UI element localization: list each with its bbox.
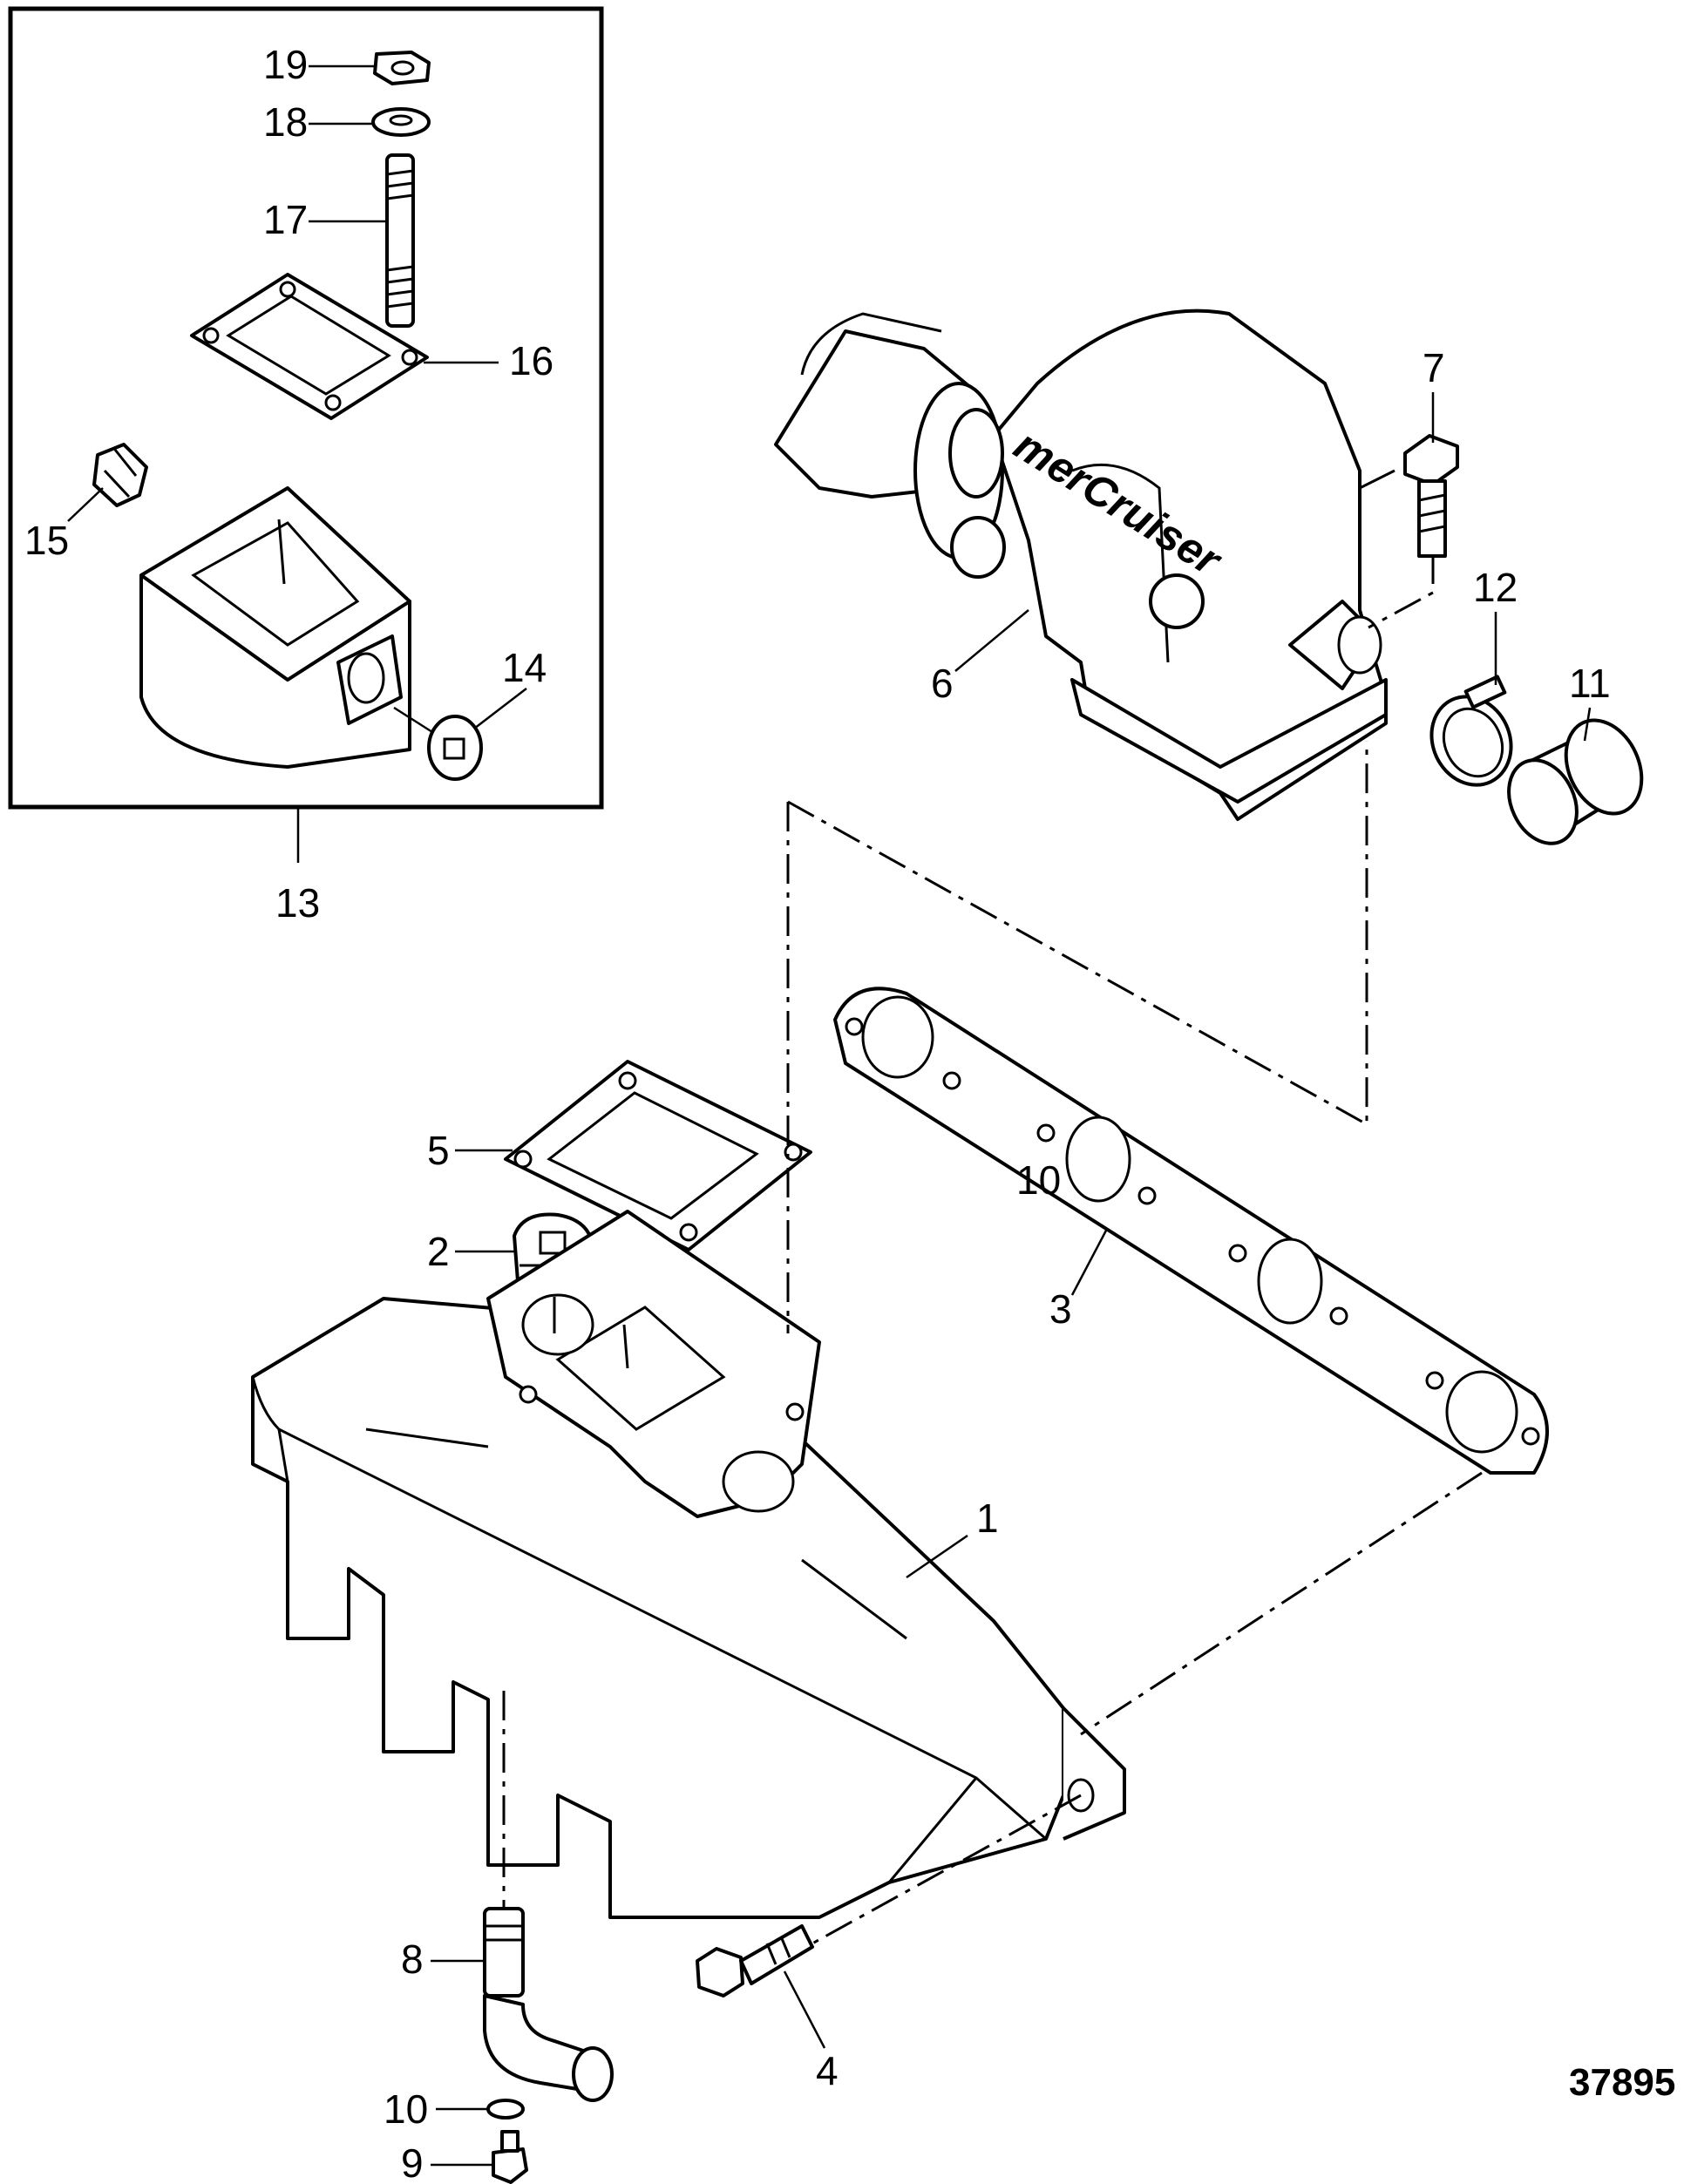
callout-10-gasket: 10 [1016,1157,1061,1203]
callout-18: 18 [263,99,308,145]
hose-clamp-12 [1429,675,1513,787]
nut-19 [373,51,431,85]
callout-19: 19 [263,42,308,87]
assembly-line-elbow-gasket [787,741,1368,1127]
fitting-9 [492,2130,528,2184]
exhaust-manifold-1 [251,1210,1126,1919]
assembly-line-manifold-gasket [1080,1471,1483,1736]
elbow-fitting-8 [483,1907,614,2102]
figure-number: 37895 [1569,2061,1675,2104]
plug-15 [92,443,148,507]
inset-frame [8,6,604,810]
callouts: 19 18 17 16 15 14 13 7 6 12 11 5 10 [24,42,1611,2184]
callout-7: 7 [1423,345,1445,390]
manifold-gasket-3 [833,987,1549,1475]
callout-9: 9 [401,2140,424,2184]
assembly-line-bolt-7 [1368,554,1435,629]
callout-12: 12 [1473,565,1518,610]
riser-gasket-5 [504,1060,812,1251]
callout-15: 15 [24,518,69,563]
callout-3: 3 [1049,1286,1072,1332]
callout-8: 8 [401,1936,424,1982]
gasket-16 [190,273,429,420]
callout-1: 1 [976,1496,999,1541]
riser-block-13 [139,486,411,769]
callout-2: 2 [427,1229,450,1274]
hose-11 [1507,718,1644,845]
callout-13: 13 [275,880,320,926]
callout-17: 17 [263,197,308,242]
callout-10-oring: 10 [384,2086,428,2132]
callout-16: 16 [509,338,553,383]
callout-14: 14 [502,645,547,690]
bolt-4 [696,1924,814,1997]
callout-5: 5 [427,1128,450,1173]
o-ring-10 [486,2099,525,2120]
callout-6: 6 [931,661,954,706]
stud-17 [385,153,415,328]
bolt-7 [1403,434,1459,558]
exhaust-elbow-6 [774,309,1395,821]
callout-4: 4 [816,2048,839,2093]
callout-11: 11 [1569,661,1611,706]
plug-14 [393,706,483,781]
washer-18 [371,107,431,137]
